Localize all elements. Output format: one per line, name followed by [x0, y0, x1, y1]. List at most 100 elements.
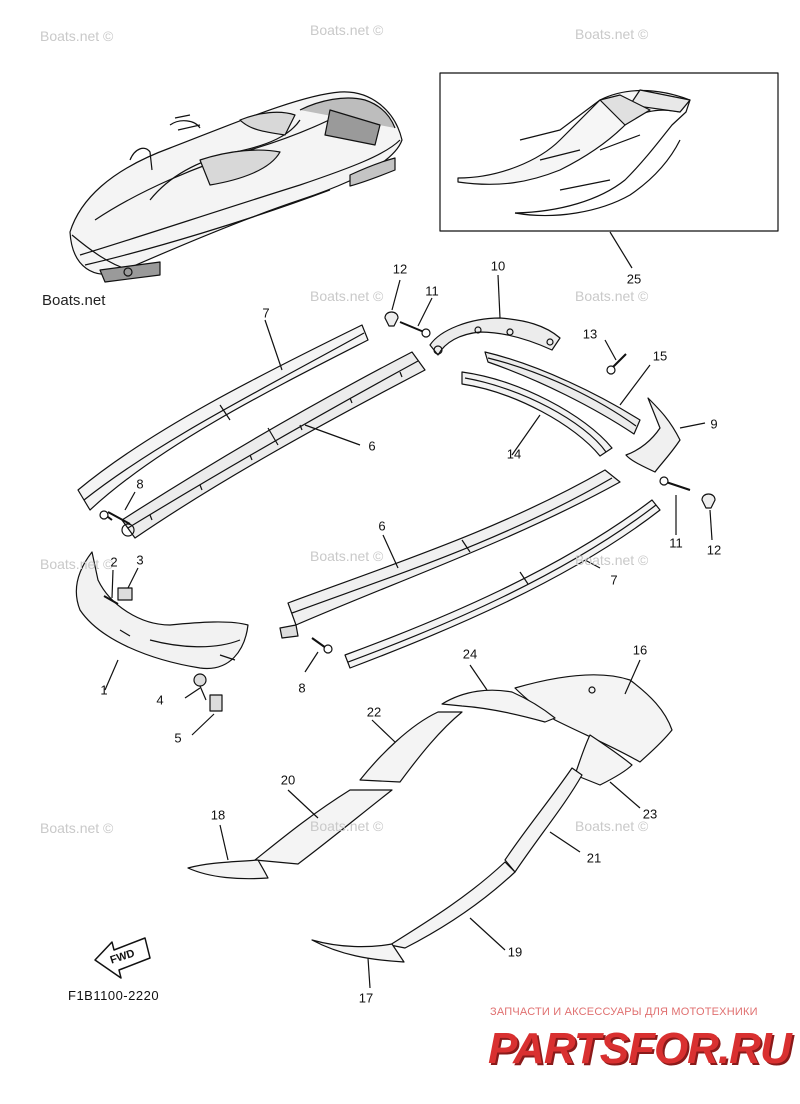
watermark: Boats.net © [575, 288, 649, 304]
callout-22: 22 [366, 704, 382, 720]
part-21-mat [504, 767, 583, 873]
leader-8a [124, 491, 136, 511]
leader-22 [371, 719, 396, 743]
part-19-mat [389, 861, 516, 949]
part-6-upper-rail [121, 351, 426, 539]
leader-15 [619, 364, 651, 406]
part-13-screw [606, 353, 627, 375]
watermark: Boats.net © [575, 26, 649, 42]
part-12-cap-upper [384, 311, 399, 327]
part-12-cap-lower [701, 493, 716, 509]
callout-9: 9 [710, 416, 718, 432]
brand-subtitle: ЗАПЧАСТИ И АКСЕССУАРЫ ДЛЯ МОТОТЕХНИКИ [490, 1006, 758, 1018]
leader-16 [624, 659, 641, 695]
part-24-mat [441, 689, 556, 723]
part-11-screw-upper [399, 321, 431, 338]
part-15-rail [484, 351, 641, 435]
part-22-mat [359, 711, 463, 783]
callout-15: 15 [652, 348, 668, 364]
part-23-mat [574, 734, 633, 786]
part-3-nut [117, 587, 133, 601]
watermark: Boats.net © [310, 548, 384, 564]
watermark: Boats.net © [310, 22, 384, 38]
callout-2: 2 [110, 554, 118, 570]
leader-7a [264, 319, 283, 371]
callout-24: 24 [462, 646, 478, 662]
callout-13: 13 [582, 326, 598, 342]
callout-7: 7 [262, 305, 270, 321]
leader-5 [191, 713, 215, 736]
callout-12: 12 [706, 542, 722, 558]
part-9-rear-cover [625, 397, 681, 473]
part-20-mat [254, 789, 393, 865]
leader-25 [609, 231, 633, 269]
leader-9 [679, 422, 706, 429]
leader-12b [709, 509, 713, 541]
part-10-bracket [429, 317, 561, 356]
leader-21 [549, 831, 581, 853]
leader-13 [604, 339, 617, 361]
watermark: Boats.net © [40, 820, 114, 836]
part-17-mat [311, 939, 405, 963]
leader-3 [127, 567, 139, 589]
callout-23: 23 [642, 806, 658, 822]
leader-2 [111, 569, 114, 599]
callout-4: 4 [156, 692, 164, 708]
part-4-bolt [193, 673, 207, 701]
watermark: Boats.net © [575, 552, 649, 568]
leader-10 [497, 274, 501, 319]
leader-17 [367, 957, 371, 989]
callout-11: 11 [425, 283, 439, 299]
callout-6: 6 [378, 518, 386, 534]
callout-6: 6 [368, 438, 376, 454]
leader-8b [304, 651, 319, 673]
callout-16: 16 [632, 642, 648, 658]
part-8-screw-upper [99, 510, 131, 525]
leader-19 [469, 917, 506, 951]
leader-6a [304, 424, 361, 446]
callout-1: 1 [100, 682, 108, 698]
callout-5: 5 [174, 730, 182, 746]
watermark: Boats.net © [40, 28, 114, 44]
part-7-upper-strip [77, 324, 369, 511]
watermark: Boats.net © [310, 818, 384, 834]
part-6-lower-rail [279, 469, 621, 639]
watermark: Boats.net © [40, 556, 114, 572]
callout-19: 19 [507, 944, 523, 960]
leader-4 [184, 687, 201, 699]
inset-box [439, 72, 779, 232]
callout-25: 25 [626, 271, 642, 287]
part-8-screw-lower [311, 637, 333, 654]
watercraft-illustration [69, 91, 403, 283]
part-18-mat [187, 859, 269, 880]
leader-14 [511, 414, 541, 456]
watermark: Boats.net [42, 292, 106, 309]
leader-7b [584, 559, 601, 569]
fwd-arrow-icon [94, 937, 151, 979]
callout-12: 12 [392, 261, 408, 277]
callout-18: 18 [210, 807, 226, 823]
callout-21: 21 [586, 850, 602, 866]
watermark: Boats.net © [575, 818, 649, 834]
part-11-screw-lower [659, 476, 691, 491]
part-14-rail [461, 371, 613, 457]
leader-23 [609, 781, 641, 809]
callout-3: 3 [136, 552, 144, 568]
callout-8: 8 [298, 680, 306, 696]
callout-20: 20 [280, 772, 296, 788]
callout-7: 7 [610, 572, 618, 588]
watermark: Boats.net © [310, 288, 384, 304]
part-7-lower-strip [344, 499, 661, 669]
callout-14: 14 [506, 446, 522, 462]
leader-12a [391, 279, 401, 311]
leader-1 [104, 659, 119, 691]
part-16-mat [514, 674, 673, 763]
diagram-code: F1B1100-2220 [68, 988, 160, 1003]
leader-18 [219, 824, 229, 861]
callout-8: 8 [136, 476, 144, 492]
leader-6b [382, 534, 399, 569]
leader-24 [469, 664, 488, 691]
part-2-clip [103, 595, 119, 605]
